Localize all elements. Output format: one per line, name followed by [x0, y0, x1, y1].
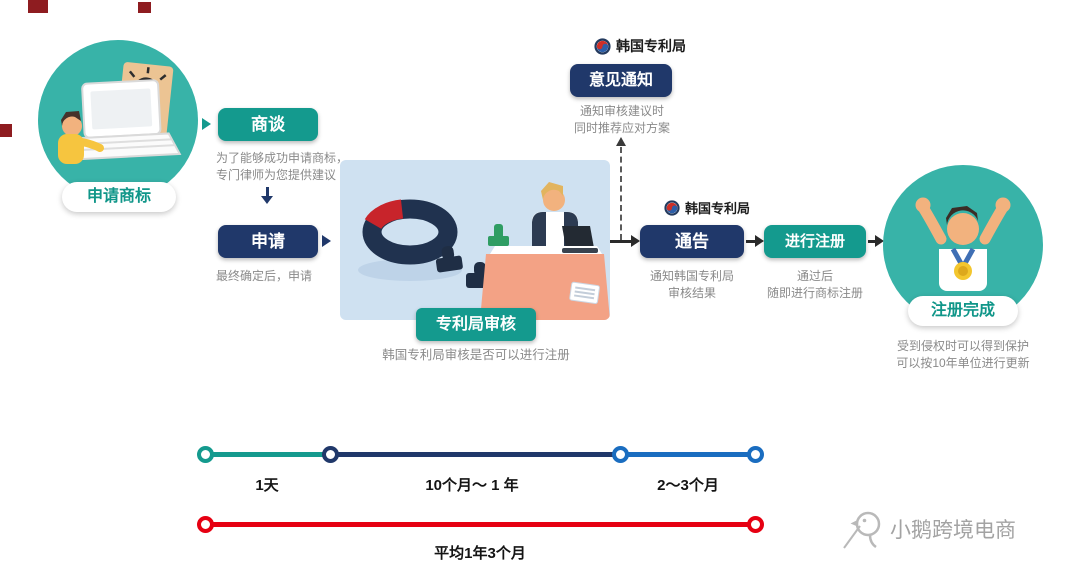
register-note: 通过后 随即进行商标注册	[756, 268, 874, 303]
consult-note-line2: 专门律师为您提供建议	[216, 168, 337, 183]
goose-logo-icon	[840, 506, 886, 552]
timeline-dot	[197, 446, 214, 463]
timeline-label-average: 平均1年3个月	[434, 545, 526, 562]
watermark-text: 小鹅跨境电商	[890, 519, 1016, 542]
patent-office-illustration-panel	[340, 160, 610, 320]
register-note-line1: 通过后	[796, 269, 833, 283]
apply-trademark-illustration	[38, 40, 198, 200]
review-badge: 专利局审核	[416, 308, 536, 341]
register-step-button: 进行注册	[764, 225, 866, 258]
timeline-label-2-3months: 2～3个月	[657, 477, 719, 494]
timeline-dot	[612, 446, 629, 463]
timeline-dot	[322, 446, 339, 463]
connector-line	[868, 240, 878, 243]
watermark: 小鹅跨境电商	[840, 506, 1016, 552]
timeline-label-1day: 1天	[255, 477, 279, 494]
opinion-note-line1: 通知审核建议时	[579, 104, 664, 118]
connector-line	[746, 240, 758, 243]
kipo-org-text: 韩国专利局	[685, 201, 751, 216]
notice-step-button: 通告	[640, 225, 744, 258]
start-badge: 申请商标	[62, 182, 176, 212]
timeline-dot	[197, 516, 214, 533]
kipo-org-label-opinion: 韩国专利局	[594, 36, 686, 56]
opinion-note: 通知审核建议时 同时推荐应对方案	[558, 103, 686, 138]
apply-step-button: 申请	[218, 225, 318, 258]
decor-square	[28, 0, 48, 13]
consult-step-button: 商谈	[218, 108, 318, 141]
connector-line	[610, 240, 634, 243]
opinion-note-line2: 同时推荐应对方案	[573, 121, 670, 136]
complete-badge: 注册完成	[908, 296, 1018, 326]
review-scene-illustration	[358, 182, 610, 320]
timeline-label-10months: 10个月～ 1 年	[425, 477, 519, 494]
consult-note: 为了能够成功申请商标， 专门律师为您提供建议	[216, 150, 352, 185]
kipo-org-text: 韩国专利局	[616, 38, 686, 54]
timeline-segment-review	[330, 452, 620, 457]
notice-note-line1: 通知韩国专利局	[649, 269, 734, 283]
notice-note-line2: 审核结果	[667, 286, 716, 301]
arrow-to-register-icon	[755, 235, 764, 247]
notice-note: 通知韩国专利局 审核结果	[634, 268, 750, 303]
timeline-dot	[747, 446, 764, 463]
arrow-to-complete-icon	[875, 235, 884, 247]
timeline-dot	[747, 516, 764, 533]
apply-note: 最终确定后，申请	[216, 269, 313, 283]
arrow-to-review-icon	[322, 235, 331, 247]
arrow-down-head-icon	[261, 196, 273, 204]
celebrating-person-illustration	[915, 197, 1011, 291]
laptop-person-illustration	[58, 62, 182, 164]
kipo-org-label-notice: 韩国专利局	[664, 198, 750, 217]
dashed-connector	[620, 147, 622, 240]
complete-note-line1: 受到侵权时可以得到保护	[896, 339, 1029, 353]
opinion-step-button: 意见通知	[570, 64, 672, 97]
timeline-segment-average	[205, 522, 755, 527]
complete-note: 受到侵权时可以得到保护 可以按10年单位进行更新	[872, 338, 1054, 373]
arrow-to-consult-icon	[202, 118, 211, 130]
complete-note-line2: 可以按10年单位进行更新	[896, 356, 1030, 371]
arrow-to-notice-icon	[631, 235, 640, 247]
decor-square	[0, 124, 12, 137]
review-note: 韩国专利局审核是否可以进行注册	[382, 348, 570, 362]
arrow-down-icon	[266, 187, 269, 197]
timeline-segment-register	[620, 452, 755, 457]
decor-square	[138, 2, 151, 13]
register-note-line2: 随即进行商标注册	[766, 286, 863, 301]
timeline-segment-consult	[205, 452, 330, 457]
consult-note-line1: 为了能够成功申请商标，	[216, 151, 349, 165]
dashed-arrow-up-icon	[616, 137, 626, 146]
korea-patent-office-icon	[664, 199, 680, 216]
korea-patent-office-icon	[594, 37, 611, 55]
